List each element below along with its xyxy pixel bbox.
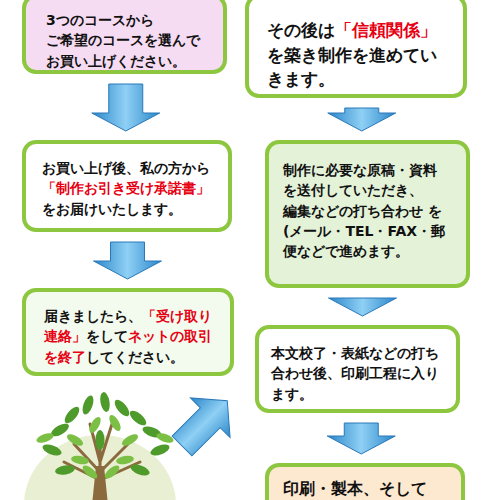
process-box: その後は「信頼関係」を築き制作を進めてい きます。	[245, 0, 467, 98]
process-box: 印刷・製本、そして	[265, 463, 465, 500]
highlight-text: 「信頼関係」	[335, 20, 437, 40]
box-text: してください。	[86, 349, 184, 365]
flow-arrow	[94, 242, 162, 279]
tree-branches	[64, 424, 140, 480]
box-text: をお届けいたします。	[42, 199, 220, 219]
process-box: 本文校了・表紙などの打ち 合わせ後、印刷工程に入り ます。	[255, 325, 460, 413]
flow-arrow	[328, 108, 396, 131]
process-box: 届きましたら、「受け取り 連絡」をしてネットの取引 を終了してください。	[22, 288, 234, 376]
process-box: お買い上げ後、私の方から「制作お引き受け承諾書」をお届けいたします。	[22, 140, 232, 232]
flow-arrow	[327, 423, 395, 454]
box-text: お買い上げ後、私の方から	[42, 158, 220, 178]
box-text: 制作に必要な原稿・資料 を送付していただき、 編集などの打ち合わせ を(メール・…	[283, 162, 445, 259]
flow-arrow	[329, 298, 397, 316]
process-box: 3つのコースから ご希望のコースを選んで お買い上げください。	[22, 0, 227, 74]
box-text: をして	[86, 328, 128, 344]
box-text: 3つのコースから ご希望のコースを選んで お買い上げください。	[46, 12, 200, 69]
flow-arrow	[162, 381, 247, 466]
process-box: 制作に必要な原稿・資料 を送付していただき、 編集などの打ち合わせ を(メール・…	[265, 140, 470, 288]
box-text: 届きましたら、	[44, 308, 142, 324]
box-text: 印刷・製本、そして	[283, 479, 427, 498]
tree-leaves	[41, 391, 171, 477]
tree-leaves	[35, 413, 175, 481]
box-text: その後は	[267, 20, 335, 40]
box-text: 本文校了・表紙などの打ち 合わせ後、印刷工程に入り ます。	[271, 345, 439, 402]
box-text: を築き制作を進めてい きます。	[267, 43, 453, 92]
highlight-text: 「制作お引き受け承諾書」	[42, 178, 220, 198]
flow-arrow	[92, 84, 160, 131]
